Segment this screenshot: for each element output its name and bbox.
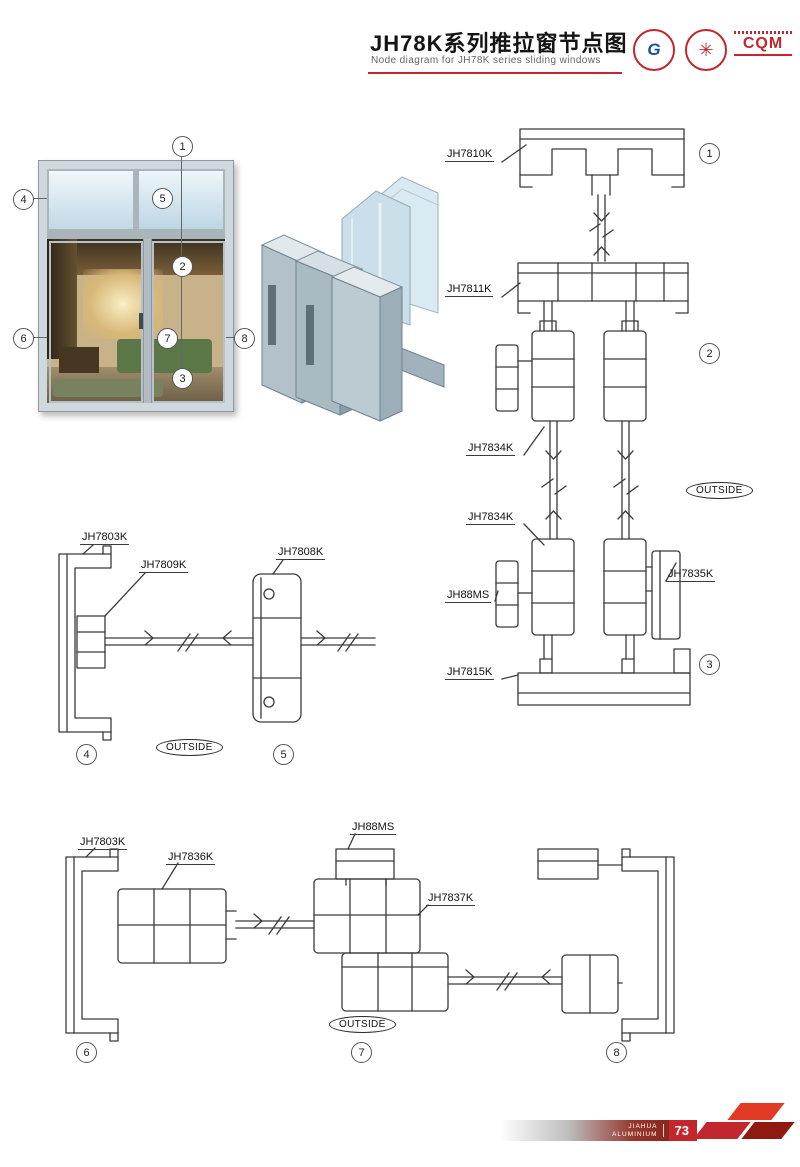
- label-jh7811k: JH7811K: [445, 283, 494, 298]
- glass-1: [235, 913, 315, 935]
- footer-bar: JIAHUA ALUMINIUM 73: [500, 1120, 697, 1141]
- label-jh7836k: JH7836K: [166, 851, 216, 866]
- head-frame-jh7810k: [519, 128, 685, 196]
- footer-brand-line2: ALUMINIUM: [612, 1130, 658, 1138]
- label-jh88ms-right: JH88MS: [445, 589, 492, 604]
- profile-3d-render: [260, 176, 445, 422]
- section-callout-3: 3: [699, 654, 720, 675]
- window-overview-photo: [38, 160, 234, 412]
- meeting-stile-jh7837k: [313, 878, 449, 1012]
- window-transom: [47, 169, 225, 231]
- overview-callout-5: 5: [152, 188, 173, 209]
- cap-right: [537, 848, 623, 880]
- overview-callout-1: 1: [172, 136, 193, 157]
- glass-2: [447, 969, 563, 991]
- label-jh7803k-bottom: JH7803K: [78, 836, 128, 851]
- cqm-mark-top: [734, 31, 792, 34]
- vertical-section-drawing: [494, 128, 691, 706]
- window-interior-view: [47, 239, 225, 403]
- cqm-logo: CQM: [734, 31, 792, 56]
- section-callout-2: 2: [699, 343, 720, 364]
- label-jh88ms-bottom: JH88MS: [350, 821, 397, 836]
- glass-middle: [541, 420, 639, 540]
- certification-badge-glyph: G: [647, 40, 661, 59]
- header-rule: [368, 72, 622, 74]
- leader-lines: [85, 833, 429, 916]
- frame-left-jh7803k: [65, 848, 119, 1042]
- cqm-logo-text: CQM: [742, 35, 784, 52]
- section-callout-1: 1: [699, 143, 720, 164]
- page-title-chinese: JH78K系列推拉窗节点图: [370, 31, 628, 56]
- interior-cabinet: [59, 347, 99, 373]
- sill-frame-jh7815k: [517, 648, 691, 706]
- section-callout-5: 5: [273, 744, 294, 765]
- section-callout-6: 6: [76, 1042, 97, 1063]
- leader-lines: [82, 544, 284, 617]
- footer-brand: JIAHUA ALUMINIUM: [612, 1123, 657, 1138]
- sash-outline-left: [49, 241, 143, 403]
- leader-callout-8: [226, 337, 235, 338]
- sash-jh7808k: [252, 573, 302, 723]
- footer-brand-line1: JIAHUA: [628, 1123, 658, 1131]
- glass-upper: [589, 194, 614, 262]
- window-handle: [139, 313, 143, 329]
- page-title-english: Node diagram for JH78K series sliding wi…: [371, 55, 601, 66]
- upper-sash-pair: [495, 320, 647, 422]
- leader-callout-6: [31, 337, 47, 338]
- page-number: 73: [674, 1123, 689, 1138]
- lower-sash-pair: [495, 538, 681, 660]
- footer-pagenum-box: 73: [668, 1120, 697, 1141]
- transom-track-jh7811k: [517, 262, 689, 332]
- glass-right: [300, 630, 376, 652]
- label-jh7837k: JH7837K: [426, 892, 476, 907]
- certification-emblem-glyph: ✳: [698, 39, 714, 60]
- leader-callout-4: [31, 198, 47, 199]
- glass-left: [104, 630, 254, 652]
- section-callout-4: 4: [76, 744, 97, 765]
- frame-jh7803k: [58, 545, 112, 741]
- footer-slash-icon-1: [727, 1103, 785, 1120]
- overview-callout-3: 3: [172, 368, 193, 389]
- frame-right: [621, 848, 675, 1042]
- interior-curtain: [47, 239, 77, 359]
- horizontal-section-drawing-678: [65, 833, 675, 1042]
- label-jh7834k-lower: JH7834K: [466, 511, 516, 526]
- interior-rug: [53, 379, 163, 397]
- label-jh7803k-mid: JH7803K: [80, 531, 130, 546]
- outside-marker-mid: OUTSIDE: [156, 739, 223, 756]
- glazing-bead-jh7809k: [76, 615, 106, 669]
- label-jh7834k-upper: JH7834K: [466, 442, 516, 457]
- overview-callout-6: 6: [13, 328, 34, 349]
- footer-slash-icon-3: [741, 1122, 795, 1139]
- certification-emblem-icon: ✳: [685, 29, 727, 71]
- sash-divider: [143, 239, 152, 403]
- section-callout-7: 7: [351, 1042, 372, 1063]
- window-mid-rail: [47, 231, 225, 239]
- label-jh7809k: JH7809K: [139, 559, 189, 574]
- horizontal-section-drawing-45: [58, 544, 376, 741]
- overview-callout-7: 7: [157, 328, 178, 349]
- label-jh7835k: JH7835K: [666, 568, 716, 583]
- certification-badge-icon: G: [633, 29, 675, 71]
- section-callout-8: 8: [606, 1042, 627, 1063]
- label-jh7810k: JH7810K: [445, 148, 495, 163]
- outside-marker-right: OUTSIDE: [686, 482, 753, 499]
- sash-right: [561, 954, 623, 1014]
- cqm-mark-bottom: [734, 54, 792, 56]
- outside-marker-bottom: OUTSIDE: [329, 1016, 396, 1033]
- leader-lines: [494, 144, 677, 680]
- sash-jh7836k: [117, 888, 237, 964]
- overview-callout-2: 2: [172, 256, 193, 277]
- footer-divider: [662, 1124, 664, 1137]
- transom-pane-left: [49, 171, 133, 229]
- overview-callout-4: 4: [13, 189, 34, 210]
- label-jh7815k: JH7815K: [445, 666, 495, 681]
- label-jh7808k: JH7808K: [276, 546, 326, 561]
- sash-outline-right: [152, 241, 225, 403]
- overview-callout-8: 8: [234, 328, 255, 349]
